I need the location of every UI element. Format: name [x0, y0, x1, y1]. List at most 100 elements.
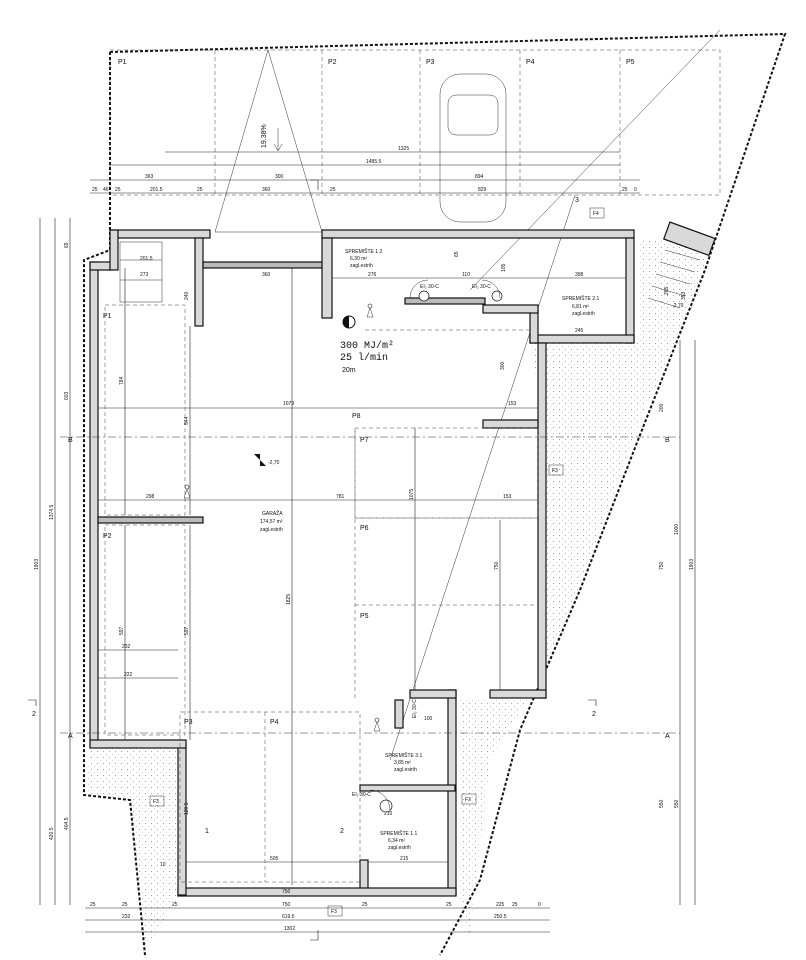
elevation-garage: -2,70: [268, 460, 280, 466]
dim-65: 65: [454, 251, 460, 257]
dim-bottom-0: 0: [538, 902, 541, 908]
marker-f3-b: F3: [153, 799, 159, 805]
dim-bottom-25f: 25: [512, 902, 518, 908]
dim-544: 544: [184, 416, 190, 425]
room-garage-finish: zagl.estrih: [260, 527, 283, 533]
dim-153a: 153: [508, 401, 517, 407]
parking-inner-4: P4: [270, 719, 279, 726]
room-storage-12-finish: zagl.estrih: [350, 263, 373, 269]
door-tag-1: EI₂ 30-C: [420, 284, 439, 290]
person-icon: [373, 717, 381, 732]
dim-left-1903: 1903: [34, 559, 40, 570]
dim-right-550a: 550: [659, 799, 665, 808]
dim-750b: 750: [282, 889, 291, 895]
room-garage-area: 174,57 m²: [260, 519, 283, 525]
dim-215: 215: [400, 856, 409, 862]
parking-top-2: P2: [328, 59, 337, 66]
building-walls: [89, 221, 716, 897]
dim-bottom-2505: 250.5: [494, 914, 507, 920]
dim-top-0: 0: [634, 187, 637, 193]
dim-top-360: 360: [262, 187, 271, 193]
dim-top-300: 300: [275, 174, 284, 180]
dim-1825: 1825: [286, 594, 292, 605]
dim-top-363: 363: [145, 174, 154, 180]
room-storage-21: SPREMIŠTE 2.1: [562, 295, 599, 302]
dim-bottom-25b: 25: [122, 902, 128, 908]
dim-105: 105: [501, 263, 507, 272]
dim-bottom-25c: 25: [172, 902, 178, 908]
dim-232: 232: [122, 644, 131, 650]
room-garage: GARAŽA: [262, 509, 283, 517]
parking-inner-2: P2: [103, 533, 112, 540]
plot-boundary: [109, 32, 787, 956]
terrain-hatch-left: [86, 745, 180, 950]
car-outline: [439, 73, 507, 223]
dim-bottom-25e: 25: [446, 902, 452, 908]
elevation-icon: [254, 454, 266, 466]
dim-110: 110: [462, 272, 470, 278]
dim-left-69: 69: [64, 242, 70, 248]
room-storage-31-area: 3,85 m²: [394, 760, 411, 766]
dim-top-25c: 25: [197, 187, 203, 193]
dim-1075: 1075: [409, 489, 415, 500]
top-parking-strip: [109, 49, 721, 196]
parking-inner-7: P7: [360, 437, 369, 444]
dim-1079: 1079: [283, 401, 294, 407]
dim-top-894: 894: [475, 174, 484, 180]
dim-245: 245: [575, 328, 584, 334]
axis-mark-2: 2: [340, 828, 344, 835]
axis-mark-3: 3: [575, 197, 579, 204]
elevation-stair: -2.70: [672, 303, 684, 309]
stair-right: [647, 249, 701, 309]
dim-298: 298: [146, 494, 155, 500]
dim-right-1903: 1903: [689, 559, 695, 570]
dim-right-353: 353: [681, 291, 687, 300]
dim-top-25d: 25: [330, 187, 336, 193]
dim-bottom-750: 750: [282, 902, 291, 908]
dim-505: 505: [270, 856, 279, 862]
parking-inner-1: P1: [103, 313, 112, 320]
axis-mark-1: 1: [205, 828, 209, 835]
dim-right-265: 265: [664, 286, 670, 295]
parking-inner-8: P8: [352, 413, 361, 420]
terrain-hatch-right: [460, 240, 715, 935]
dim-210: 210: [384, 811, 393, 817]
bay-p1: [104, 304, 186, 516]
dim-right-1000: 1000: [674, 524, 680, 535]
parking-top-1: P1: [118, 59, 127, 66]
room-storage-11-area: 6,34 m²: [388, 838, 405, 844]
dim-240: 240: [184, 291, 190, 300]
dim-left-1205: 120.5: [184, 802, 190, 815]
dim-360: 360: [262, 272, 271, 278]
room-storage-31-finish: zagl.estrih: [394, 767, 417, 773]
section-mark-a-left: A: [68, 733, 73, 740]
dim-top-46: 46: [103, 187, 109, 193]
parking-inner-3: P3: [184, 719, 193, 726]
ramp-grade-label: 19.38%: [261, 124, 268, 148]
dim-bottom-6195: 619.5: [282, 914, 295, 920]
parking-top-5: P5: [626, 59, 635, 66]
room-storage-11: SPREMIŠTE 1.1: [380, 830, 417, 837]
dim-2015b: 201.5: [140, 256, 153, 262]
section-mark-a-right: A: [665, 733, 670, 740]
marker-f3-c: F3: [465, 797, 471, 803]
dim-top-25b: 25: [115, 187, 121, 193]
marker-f4: F4: [593, 211, 599, 217]
fire-load-label: 300 MJ/m²: [340, 340, 394, 352]
parking-top-3: P3: [426, 59, 435, 66]
dim-273: 273: [140, 272, 149, 278]
dim-300: 300: [500, 361, 506, 370]
dim-bottom-225: 225: [496, 902, 505, 908]
dim-bottom-25d: 25: [362, 902, 368, 908]
stair-left: [119, 241, 163, 303]
door-tag-4: EI₂ 30-C: [412, 699, 418, 718]
dim-784: 784: [119, 376, 125, 385]
dim-276: 276: [368, 272, 377, 278]
dim-100: 100: [424, 716, 433, 722]
dim-bottom-1302: 1302: [284, 926, 295, 932]
dim-597b: 597: [184, 626, 190, 635]
person-icon: [183, 484, 191, 499]
ramp-outline: [214, 49, 323, 233]
dim-right-550b: 550: [674, 799, 680, 808]
